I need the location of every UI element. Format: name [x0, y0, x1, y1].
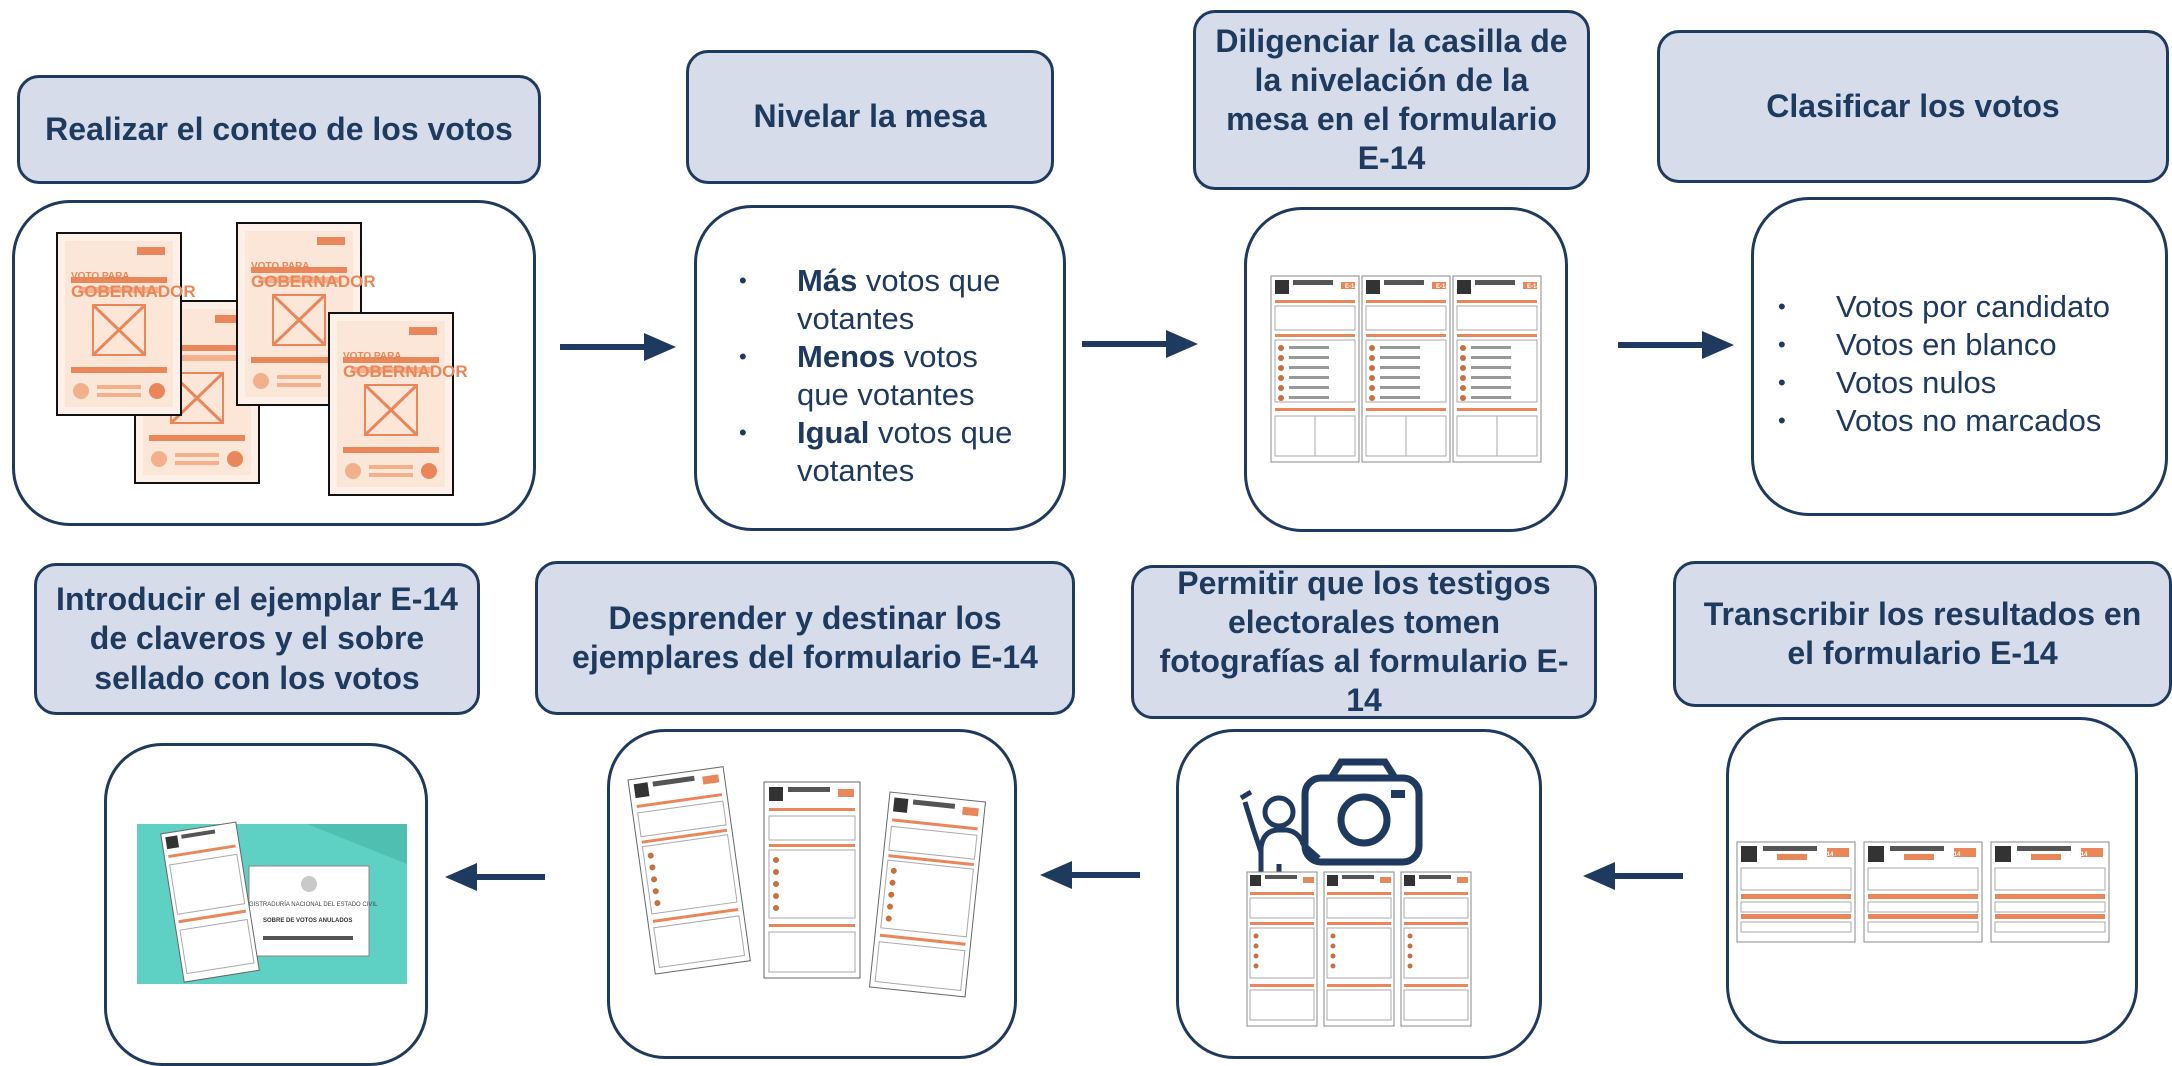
- step-6-card: [1176, 729, 1542, 1059]
- ballot-label: VOTO PARA: [343, 351, 402, 362]
- photo-witness-illustration: [1239, 758, 1472, 1027]
- form-code: E-14: [1527, 284, 1540, 290]
- list-item: Menos votos que votantes: [735, 338, 1035, 414]
- list-item: Votos no marcados: [1774, 402, 2165, 440]
- step-4-title: Clasificar los votos: [1657, 30, 2169, 183]
- ballot-title: GOBERNADOR: [251, 272, 376, 291]
- step-8-title: Introducir el ejemplar E-14 de claveros …: [34, 563, 480, 715]
- person-icon: [1239, 789, 1321, 904]
- e14-copies-image: [627, 766, 986, 998]
- arrow-right-icon: [1618, 331, 1734, 359]
- ballots-illustration: VOTO PARA GOBERNADOR VOTO PARA GOBERNADO…: [55, 221, 468, 497]
- arrow-left-icon: [1583, 862, 1683, 890]
- list-item: Igual votos que votantes: [735, 414, 1035, 490]
- envelope-org: REGISTRADURÍA NACIONAL DEL ESTADO CIVIL: [241, 901, 378, 908]
- step-2-card: Más votos que votantes Menos votos que v…: [694, 205, 1066, 531]
- step-5-title: Transcribir los resultados en el formula…: [1673, 561, 2172, 707]
- arrow-left-icon: [1040, 861, 1140, 889]
- step-4-card: Votos por candidato Votos en blanco Voto…: [1751, 197, 2168, 516]
- list-item: Más votos que votantes: [735, 262, 1035, 338]
- step-7-title: Desprender y destinar los ejemplares del…: [535, 561, 1075, 715]
- step-3-title: Diligenciar la casilla de la nivelación …: [1193, 10, 1590, 190]
- step-5-card: E-14 E-14 E-14: [1726, 717, 2138, 1044]
- e14-forms-image: E-14 E-14 E-14: [1270, 275, 1542, 463]
- ballot-title: GOBERNADOR: [71, 282, 196, 301]
- list-item: Votos por candidato: [1774, 288, 2165, 326]
- e14-transcription-image: E-14 E-14 E-14: [1736, 841, 2110, 943]
- form-code: E-14: [2075, 852, 2088, 858]
- list-item: Votos nulos: [1774, 364, 2165, 402]
- form-code: E-14: [1821, 852, 1834, 858]
- step-6-title: Permitir que los testigos electorales to…: [1131, 565, 1597, 719]
- arrow-right-icon: [560, 333, 676, 361]
- camera-icon: [1301, 758, 1423, 866]
- step-3-card: E-14 E-14 E-14: [1244, 207, 1568, 532]
- vote-categories-list: Votos por candidato Votos en blanco Voto…: [1774, 288, 2165, 440]
- arrow-left-icon: [445, 863, 545, 891]
- ballot-label: VOTO PARA: [251, 261, 310, 272]
- form-code: E-14: [1948, 852, 1961, 858]
- arrow-right-icon: [1082, 330, 1198, 358]
- list-item: Votos en blanco: [1774, 326, 2165, 364]
- envelope-and-form-image: REGISTRADURÍA NACIONAL DEL ESTADO CIVIL …: [137, 821, 407, 984]
- step-8-card: REGISTRADURÍA NACIONAL DEL ESTADO CIVIL …: [104, 743, 428, 1066]
- step-1-card: VOTO PARA GOBERNADOR VOTO PARA GOBERNADO…: [12, 200, 536, 526]
- envelope-title: SOBRE DE VOTOS ANULADOS: [263, 918, 352, 924]
- level-options-list: Más votos que votantes Menos votos que v…: [735, 262, 1035, 490]
- ballot-title: GOBERNADOR: [343, 362, 468, 381]
- form-code: E-14: [1436, 284, 1449, 290]
- step-7-card: [607, 729, 1017, 1059]
- form-code: E-14: [1345, 284, 1358, 290]
- step-2-title: Nivelar la mesa: [686, 50, 1054, 184]
- step-1-title: Realizar el conteo de los votos: [17, 75, 541, 184]
- ballot-label: VOTO PARA: [71, 271, 130, 282]
